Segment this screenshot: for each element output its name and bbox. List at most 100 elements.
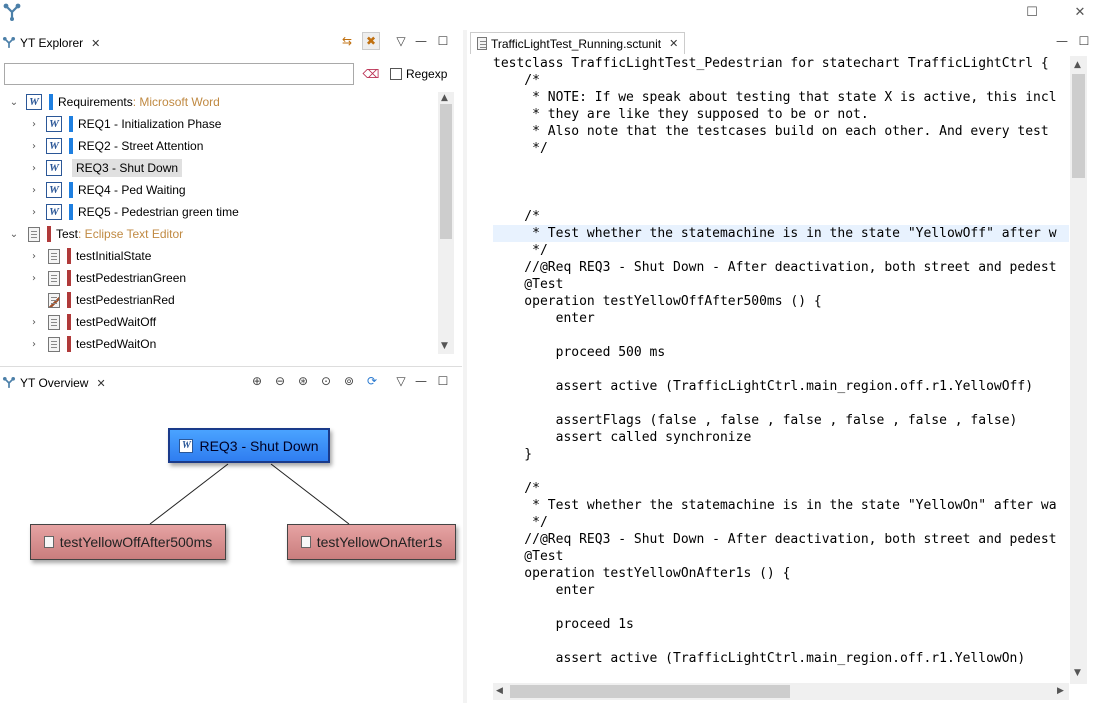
editor-vertical-scrollbar-thumb[interactable] [1072, 74, 1085, 178]
expand-icon[interactable]: › [32, 272, 36, 284]
code-line[interactable]: @Test [493, 549, 564, 564]
tab-yt-overview[interactable]: YT Overview ✕ [2, 372, 106, 394]
tree-item-testpedwaitoff[interactable]: › testPedWaitOff [8, 311, 436, 333]
code-line[interactable]: * Test whether the statemachine is in th… [493, 498, 1057, 513]
minimize-view-icon[interactable]: — [415, 34, 427, 48]
graph-node-test[interactable]: testYellowOffAfter500ms [30, 524, 226, 560]
collapse-icon[interactable]: ⌄ [9, 96, 19, 108]
close-window-button[interactable]: ✕ [1074, 5, 1086, 20]
expand-icon[interactable]: › [32, 162, 36, 174]
scroll-up-icon[interactable]: ▲ [441, 93, 448, 103]
code-line[interactable]: /* [493, 209, 540, 224]
close-tab-icon[interactable]: ✕ [96, 376, 106, 390]
code-line[interactable] [493, 157, 1069, 174]
zoom-fit-icon[interactable]: ⊛ [297, 374, 309, 388]
tab-yt-explorer[interactable]: YT Explorer ✕ [2, 32, 100, 54]
code-line[interactable] [493, 463, 1069, 480]
expand-icon[interactable]: › [32, 118, 36, 130]
scroll-left-icon[interactable]: ◀ [496, 686, 503, 696]
maximize-window-button[interactable]: ☐ [1026, 5, 1038, 20]
graph-node-requirement[interactable]: W REQ3 - Shut Down [168, 428, 330, 463]
editor-horizontal-scrollbar-thumb[interactable] [510, 685, 790, 698]
code-line[interactable]: * Test whether the statemachine is in th… [493, 225, 1069, 242]
scroll-down-icon[interactable]: ▼ [1074, 668, 1081, 678]
editor-vertical-scrollbar[interactable] [1070, 56, 1087, 684]
code-line[interactable]: assert active (TrafficLightCtrl.main_reg… [493, 651, 1026, 666]
tab-editor-file[interactable]: TrafficLightTest_Running.sctunit ✕ [470, 32, 686, 54]
tree-item-requirements[interactable]: ⌄ W Requirements : Microsoft Word [8, 91, 436, 113]
zoom-selection-icon[interactable]: ⊚ [343, 374, 355, 388]
code-editor[interactable]: testclass TrafficLightTest_Pedestrian fo… [493, 55, 1069, 683]
expand-icon[interactable]: › [32, 316, 36, 328]
view-menu-icon[interactable]: ▽ [396, 34, 406, 48]
code-line[interactable]: assertFlags (false , false , false , fal… [493, 413, 1018, 428]
code-line[interactable]: operation testYellowOffAfter500ms () { [493, 294, 822, 309]
tree-item-req2[interactable]: › W REQ2 - Street Attention [8, 135, 436, 157]
tree-scrollbar-thumb[interactable] [440, 104, 452, 239]
scroll-up-icon[interactable]: ▲ [1074, 60, 1081, 70]
tree-item-testinitialstate[interactable]: › testInitialState [8, 245, 436, 267]
maximize-editor-icon[interactable]: ☐ [1078, 34, 1090, 48]
collapse-icon[interactable]: ⌄ [9, 228, 19, 240]
link-with-editor-icon[interactable]: ⇆ [341, 34, 353, 48]
tree-item-req4[interactable]: › W REQ4 - Ped Waiting [8, 179, 436, 201]
expand-icon[interactable]: › [32, 184, 36, 196]
tree-item-testpedestriangreen[interactable]: › testPedestrianGreen [8, 267, 436, 289]
code-line[interactable]: enter [493, 583, 595, 598]
zoom-out-icon[interactable]: ⊖ [274, 374, 286, 388]
expand-icon[interactable]: › [32, 338, 36, 350]
scroll-right-icon[interactable]: ▶ [1057, 686, 1064, 696]
clear-filter-icon[interactable]: ⌫ [362, 67, 380, 81]
code-line[interactable]: * Also note that the testcases build on … [493, 124, 1057, 139]
code-line[interactable]: enter [493, 311, 595, 326]
code-line[interactable] [493, 327, 1069, 344]
scroll-down-icon[interactable]: ▼ [441, 341, 448, 351]
zoom-in-icon[interactable]: ⊕ [251, 374, 263, 388]
minimize-view-icon[interactable]: — [415, 374, 427, 388]
code-line[interactable]: assert called synchronize [493, 430, 752, 445]
expand-icon[interactable]: › [32, 206, 36, 218]
code-line[interactable]: * NOTE: If we speak about testing that s… [493, 90, 1057, 105]
refresh-icon[interactable]: ⟳ [366, 374, 378, 388]
code-line[interactable] [493, 395, 1069, 412]
code-line[interactable]: */ [493, 141, 548, 156]
code-line[interactable] [493, 174, 1069, 191]
close-tab-icon[interactable]: ✕ [91, 36, 101, 50]
code-line[interactable] [493, 599, 1069, 616]
graph-node-test[interactable]: testYellowOnAfter1s [287, 524, 456, 560]
maximize-view-icon[interactable]: ☐ [437, 374, 449, 388]
code-line[interactable]: proceed 1s [493, 617, 634, 632]
code-line[interactable] [493, 633, 1069, 650]
tree-item-testpedwaiton[interactable]: › testPedWaitOn [8, 333, 436, 355]
sync-toggle-icon[interactable]: ✖ [362, 32, 380, 50]
tree-item-req1[interactable]: › W REQ1 - Initialization Phase [8, 113, 436, 135]
regexp-checkbox[interactable] [390, 68, 402, 80]
tree-item-testpedestrianred[interactable]: testPedestrianRed [8, 289, 436, 311]
view-menu-icon[interactable]: ▽ [396, 374, 406, 388]
minimize-editor-icon[interactable]: — [1056, 34, 1068, 48]
tree-item-req5[interactable]: › W REQ5 - Pedestrian green time [8, 201, 436, 223]
code-line[interactable]: testclass TrafficLightTest_Pedestrian fo… [493, 56, 1049, 71]
zoom-reset-icon[interactable]: ⊙ [320, 374, 332, 388]
code-line[interactable]: operation testYellowOnAfter1s () { [493, 566, 791, 581]
close-tab-icon[interactable]: ✕ [669, 37, 679, 50]
code-line[interactable]: proceed 500 ms [493, 345, 666, 360]
tree-item-req3[interactable]: › W REQ3 - Shut Down [8, 157, 436, 179]
code-line[interactable] [493, 361, 1069, 378]
tree-item-test[interactable]: ⌄ Test : Eclipse Text Editor [8, 223, 436, 245]
filter-input[interactable] [4, 63, 354, 85]
code-line[interactable]: */ [493, 243, 548, 258]
code-line[interactable]: @Test [493, 277, 564, 292]
code-line[interactable] [493, 191, 1069, 208]
code-line[interactable]: } [493, 447, 533, 462]
code-line[interactable]: */ [493, 515, 548, 530]
code-line[interactable]: * they are like they supposed to be or n… [493, 107, 869, 122]
expand-icon[interactable]: › [32, 250, 36, 262]
code-line[interactable]: //@Req REQ3 - Shut Down - After deactiva… [493, 532, 1057, 547]
code-line[interactable]: assert active (TrafficLightCtrl.main_reg… [493, 379, 1034, 394]
maximize-view-icon[interactable]: ☐ [437, 34, 449, 48]
code-line[interactable]: /* [493, 481, 540, 496]
sash[interactable] [463, 30, 467, 703]
code-line[interactable]: //@Req REQ3 - Shut Down - After deactiva… [493, 260, 1057, 275]
expand-icon[interactable]: › [32, 140, 36, 152]
